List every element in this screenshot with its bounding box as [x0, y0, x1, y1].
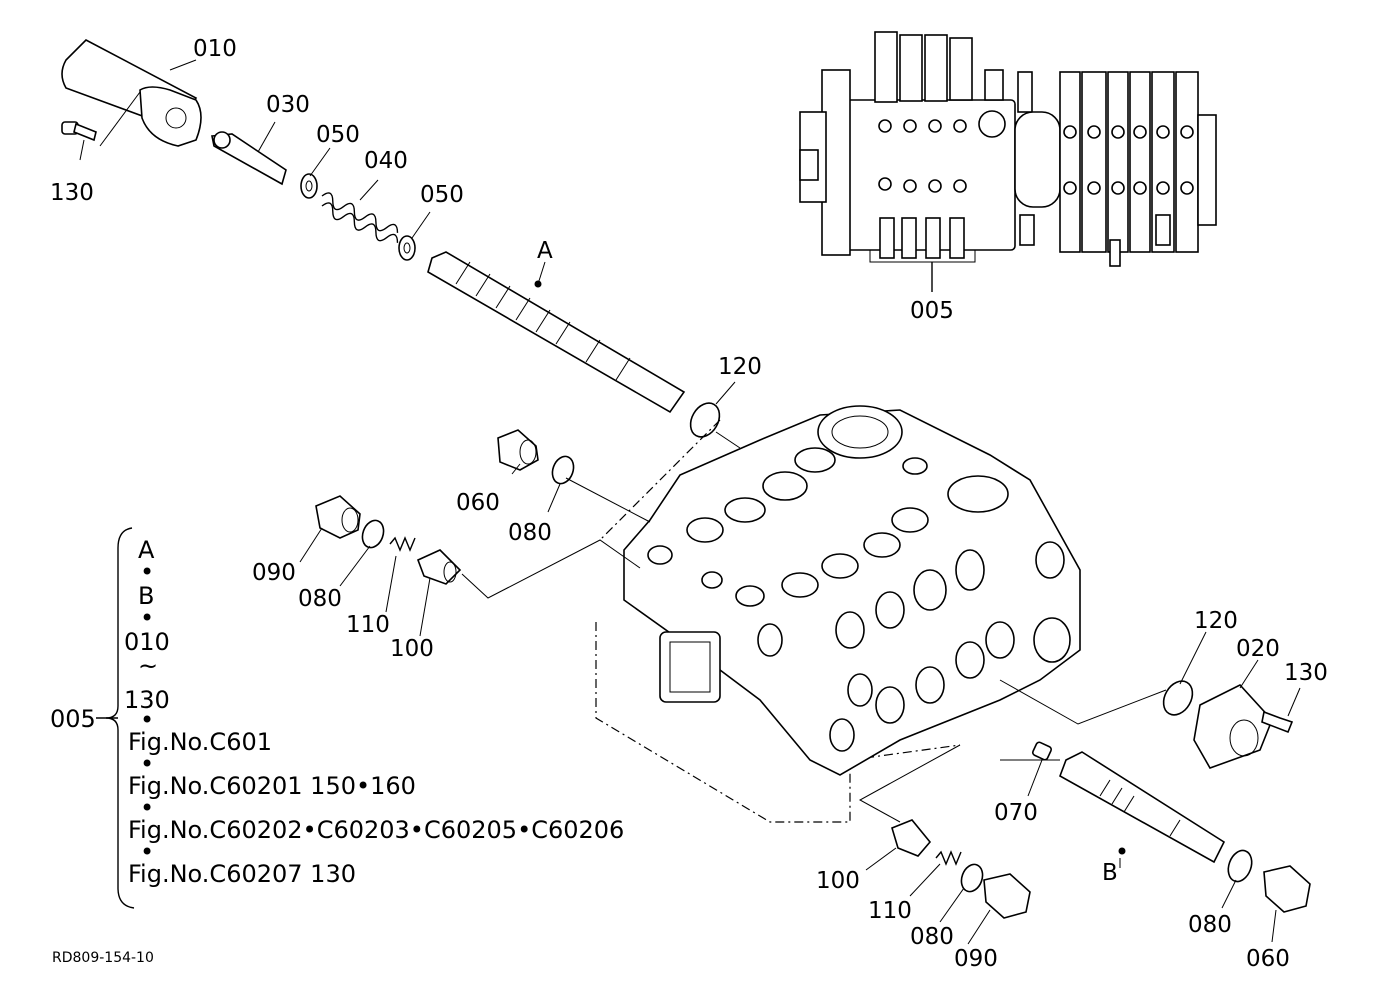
- legend-assembly-number: 005: [50, 705, 96, 733]
- spring-110-left-drawing: [389, 536, 416, 552]
- legend-line-5: 010: [124, 628, 170, 656]
- label-110-left: 110: [346, 612, 390, 638]
- oring-080-upper-drawing: [551, 455, 575, 485]
- cap-010-drawing: [61, 39, 202, 147]
- legend-line-14: •: [140, 838, 154, 866]
- control-valve-assembly-drawing: [799, 31, 1217, 292]
- label-090-left: 090: [252, 560, 296, 586]
- label-080-left: 080: [298, 586, 342, 612]
- drawing-reference-code: RD809-154-10: [52, 950, 154, 966]
- plug-090-left-drawing: [315, 495, 361, 539]
- label-080-lower: 080: [910, 924, 954, 950]
- legend-line-13: Fig.No.C60202•C60203•C60205•C60206: [128, 816, 624, 844]
- label-080-upper: 080: [508, 520, 552, 546]
- label-010: 010: [193, 36, 237, 62]
- oring-120-right-drawing: [1162, 680, 1194, 716]
- legend-line-11: Fig.No.C60201 150•160: [128, 772, 416, 800]
- label-050-upper: 050: [316, 122, 360, 148]
- label-020: 020: [1236, 636, 1280, 662]
- label-005: 005: [910, 298, 954, 324]
- plug-090-lower-drawing: [983, 873, 1031, 919]
- legend-line-12: •: [140, 794, 154, 822]
- legend-bracket: [96, 527, 135, 909]
- label-A: A: [537, 238, 553, 264]
- legend-line-8: •: [140, 706, 154, 734]
- label-120-right: 120: [1194, 608, 1238, 634]
- label-050-lower: 050: [420, 182, 464, 208]
- label-110-lower: 110: [868, 898, 912, 924]
- washer-050-lower-drawing: [398, 235, 416, 261]
- legend-line-2: •: [140, 558, 154, 586]
- leader-lines: [79, 59, 1301, 945]
- pin-070-drawing: [1031, 741, 1053, 761]
- cap-020-drawing: [1193, 684, 1273, 769]
- label-130-top: 130: [50, 180, 94, 206]
- oring-080-right-drawing: [1227, 849, 1253, 883]
- washer-050-top-drawing: [300, 173, 318, 199]
- label-080-right: 080: [1188, 912, 1232, 938]
- legend-line-3: B: [138, 582, 154, 610]
- label-100-left: 100: [390, 636, 434, 662]
- plug-060-lower-drawing: [1263, 865, 1311, 913]
- label-090-lower: 090: [954, 946, 998, 972]
- label-030: 030: [266, 92, 310, 118]
- legend-line-6: ~: [138, 652, 158, 680]
- part-number-labels: 010 030 050 040 050 130 A 005 120 060 08…: [50, 36, 1328, 972]
- label-120-top: 120: [718, 354, 762, 380]
- oring-080-lower-drawing: [960, 863, 984, 893]
- legend-line-7: 130: [124, 686, 170, 714]
- spool-A-drawing: [427, 251, 686, 414]
- legend-line-10: •: [140, 750, 154, 778]
- legend-line-9: Fig.No.C601: [128, 728, 272, 756]
- label-130-right: 130: [1284, 660, 1328, 686]
- bolt-130-right-drawing: [1261, 710, 1294, 734]
- label-040: 040: [364, 148, 408, 174]
- spool-B-drawing: [1059, 751, 1226, 864]
- label-060-lower: 060: [1246, 946, 1290, 972]
- oring-080-left-drawing: [361, 519, 385, 549]
- legend-line-15: Fig.No.C60207 130: [128, 860, 356, 888]
- label-060-upper: 060: [456, 490, 500, 516]
- oring-120-top-drawing: [689, 402, 721, 438]
- plug-060-upper-drawing: [497, 429, 539, 471]
- spool-rod-030-drawing: [211, 131, 287, 186]
- label-070: 070: [994, 800, 1038, 826]
- label-B: B: [1102, 860, 1118, 886]
- spring-040-drawing: [321, 192, 399, 243]
- bolt-130-top-drawing: [61, 121, 97, 142]
- legend-line-4: •: [140, 604, 154, 632]
- legend-line-1: A: [138, 536, 155, 564]
- valve-body-drawing: [595, 405, 1081, 823]
- piston-100-lower-drawing: [891, 819, 932, 857]
- spring-110-lower-drawing: [935, 850, 962, 866]
- label-100-lower: 100: [816, 868, 860, 894]
- legend: 005 A • B • 010 ~ 130 • Fig.No.C601 • Fi…: [50, 536, 624, 888]
- piston-100-left-drawing: [416, 549, 462, 585]
